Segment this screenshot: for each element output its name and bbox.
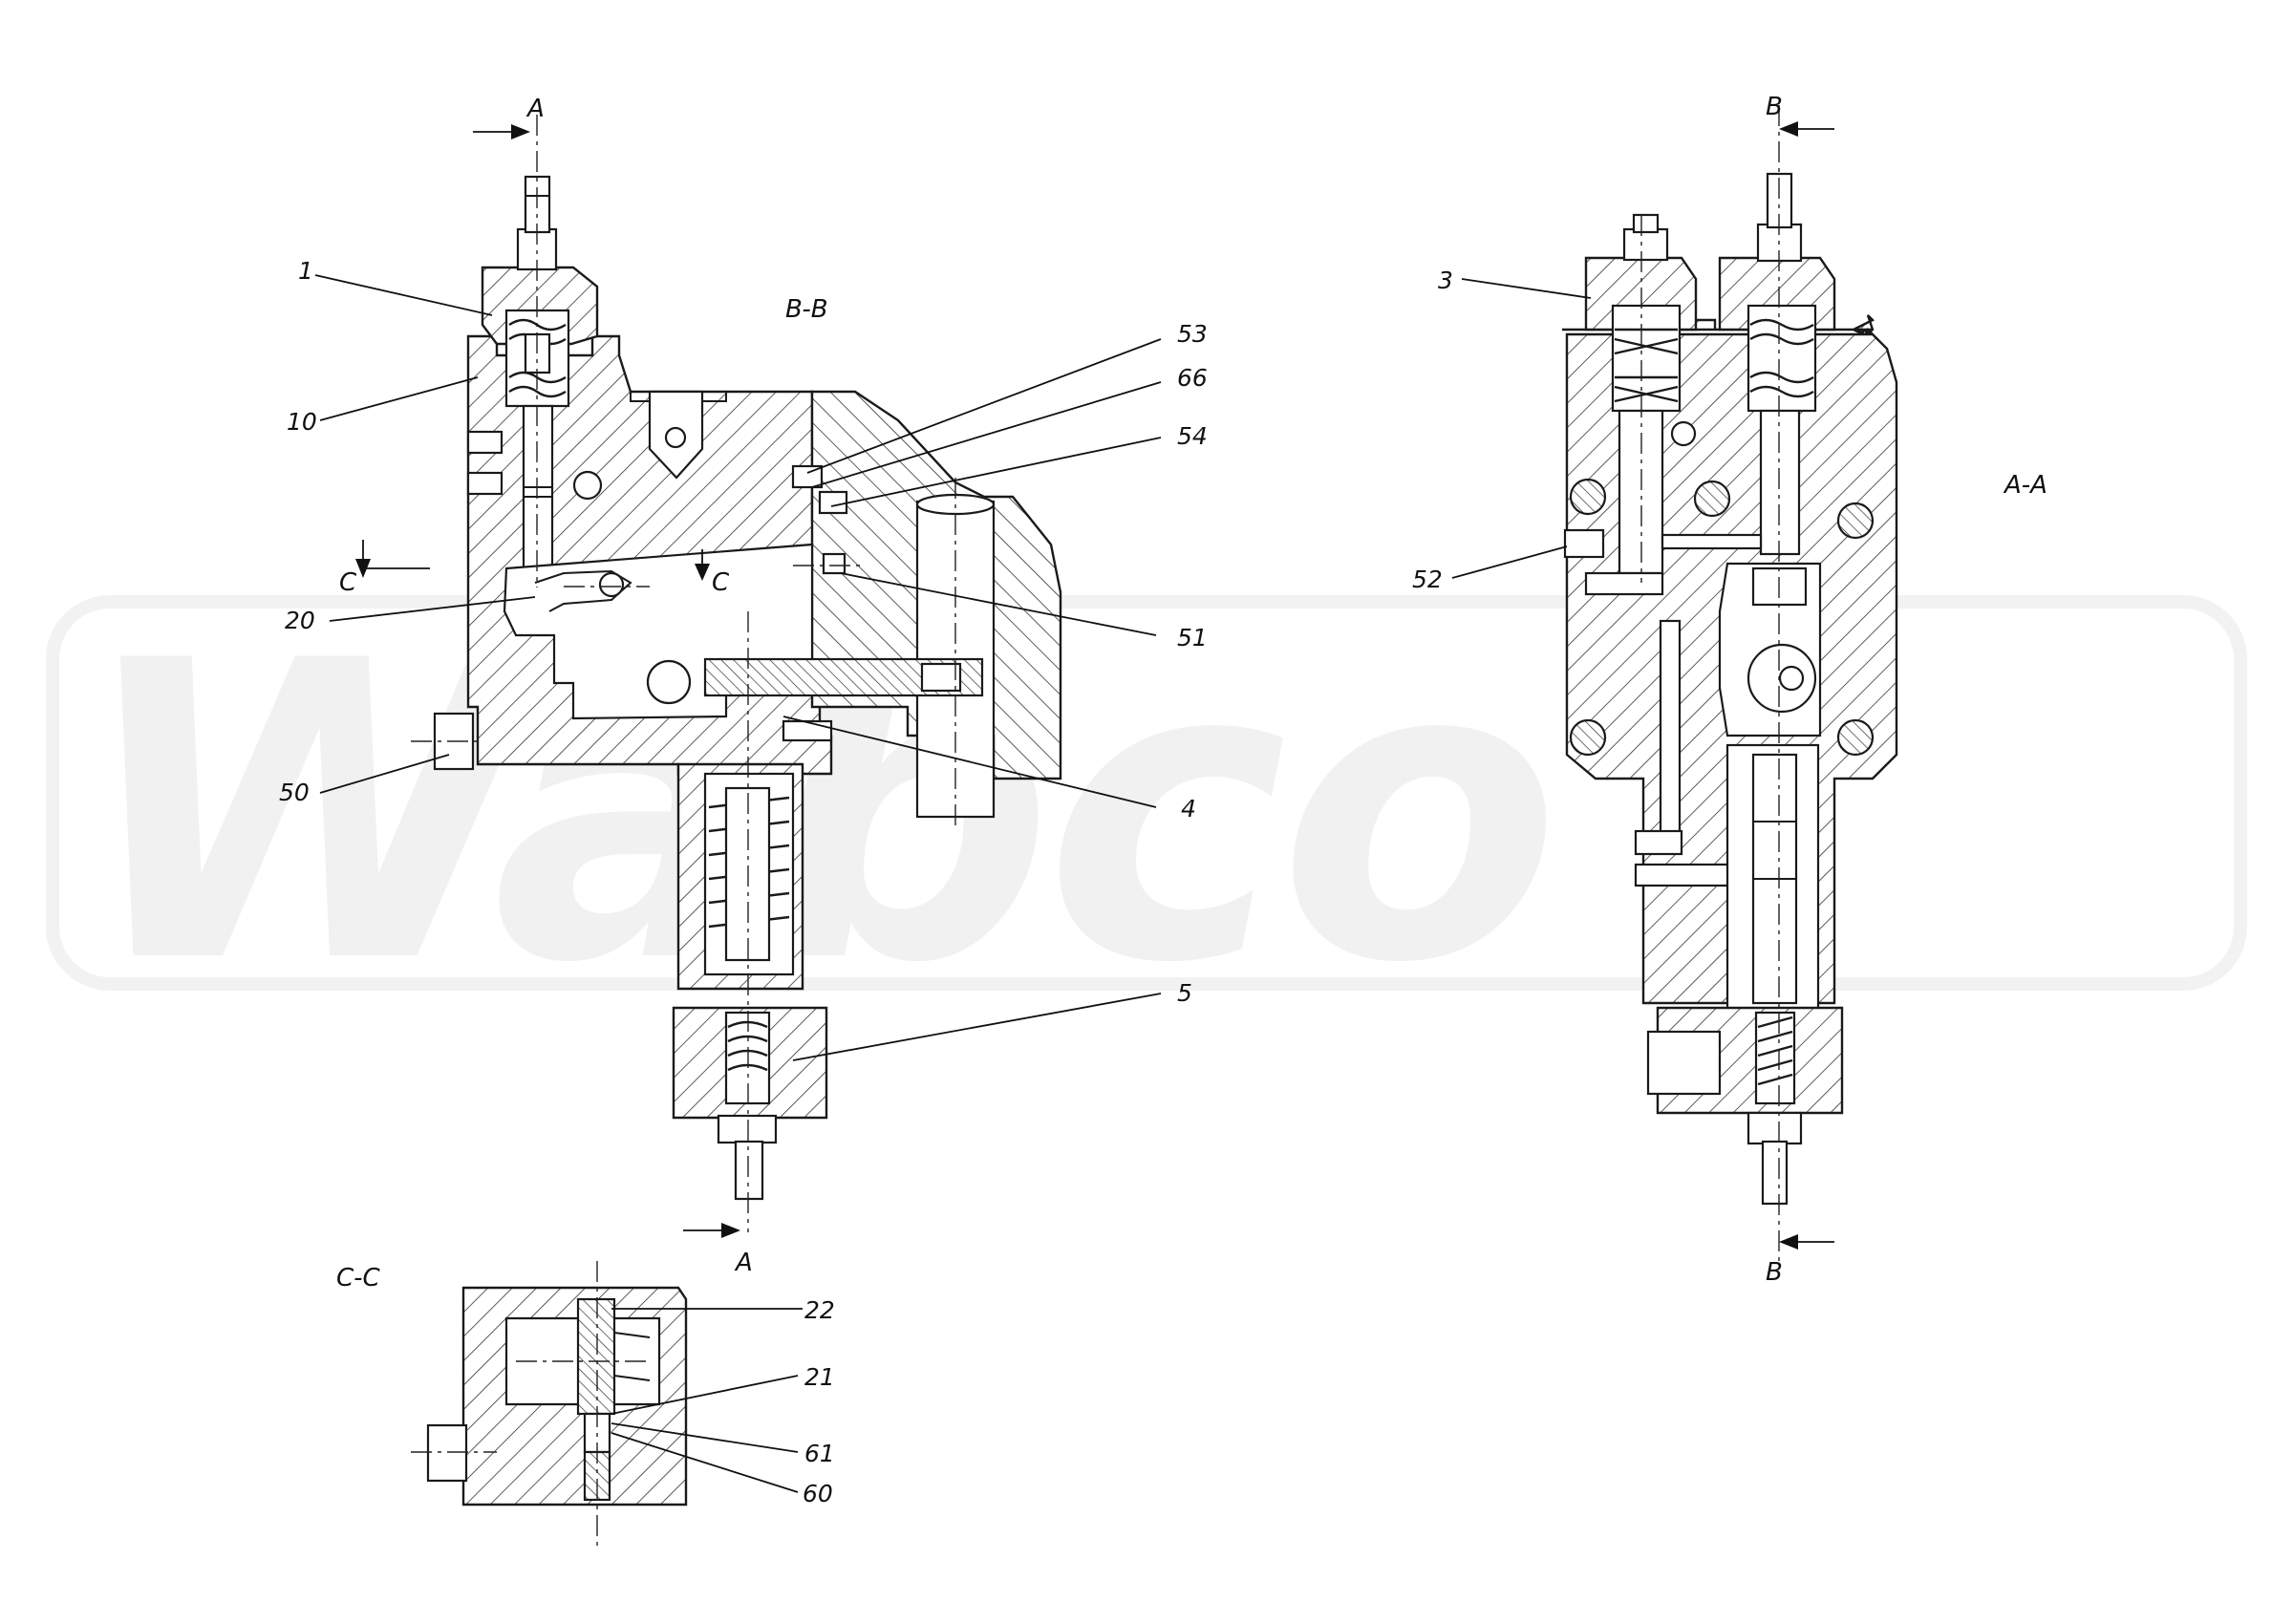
aa-bolt-4: [1569, 718, 1607, 757]
leader-51: [840, 572, 1157, 636]
lever-cavity: [503, 543, 814, 720]
arrow-a-top-head: [511, 124, 530, 139]
port-lower: [466, 471, 504, 496]
nut-bottom: [717, 1114, 778, 1144]
section-cc-view: [411, 1261, 688, 1548]
part-label-54: 54: [1177, 422, 1208, 450]
cut-letter-c-right: C: [712, 568, 730, 597]
roller: [646, 659, 692, 705]
part-label-21: 21: [804, 1363, 835, 1391]
cut-letter-a-bottom: A: [734, 1249, 753, 1277]
leader-61: [611, 1422, 799, 1453]
cut-letter-c-left: C: [339, 568, 357, 597]
cap-5-spring: [727, 1020, 768, 1072]
port-mid: [782, 719, 833, 742]
aa-spring-left: [1614, 328, 1679, 403]
lever-20: [534, 569, 632, 612]
section-aa-view: [1562, 105, 1898, 1261]
section-title-bb: B-B: [785, 295, 828, 324]
watermark: Wabco: [46, 575, 2247, 1053]
leader-50: [319, 754, 450, 794]
leader-54: [830, 437, 1162, 507]
aa-bottom-spring: [1757, 1015, 1793, 1086]
aa-nut-left: [1622, 227, 1669, 262]
arrow-a-bottom-head: [721, 1223, 740, 1238]
leader-1: [314, 274, 493, 316]
cut-letter-b-top: B: [1766, 93, 1783, 121]
leader-5: [792, 993, 1162, 1061]
plug-52: [1563, 528, 1605, 559]
aa-stem-left: [1632, 213, 1660, 234]
aa-stem-bottom: [1761, 1140, 1789, 1206]
aa-nut-bottom: [1747, 1111, 1803, 1145]
part-label-53: 53: [1177, 320, 1208, 348]
aa-long-channel: [1659, 619, 1682, 843]
part-label-52: 52: [1412, 566, 1443, 593]
part-label-4: 4: [1181, 795, 1196, 823]
aa-cross-channel: [1661, 533, 1763, 550]
screw-54: [818, 490, 848, 515]
stem-bottom: [734, 1140, 764, 1201]
leader-3: [1461, 278, 1592, 299]
aa-bolt-1: [1569, 478, 1607, 516]
port-upper: [466, 430, 504, 455]
arrow-b-top-head: [1779, 121, 1798, 137]
plug-51: [822, 552, 846, 575]
leader-53: [806, 338, 1162, 474]
screw-53: [791, 464, 824, 489]
cc-side-port: [426, 1423, 468, 1483]
cut-letter-a-top: A: [525, 95, 545, 123]
aa-port-mid: [1584, 571, 1664, 596]
arrow-c-right-head: [695, 564, 710, 581]
aa-port-small: [1670, 420, 1697, 447]
leader-10: [319, 376, 479, 421]
aa-bottom-cavity: [1754, 1011, 1796, 1105]
cut-letter-b-bottom: B: [1766, 1258, 1783, 1287]
bore-vertical: [522, 404, 554, 580]
aa-cavity-right: [1747, 304, 1817, 413]
section-title-cc: C-C: [336, 1264, 381, 1293]
leader-60: [611, 1432, 799, 1493]
leader-21: [611, 1375, 799, 1415]
part-label-51: 51: [1177, 624, 1208, 652]
aa-port-low-1: [1634, 829, 1683, 856]
leader-20: [329, 596, 536, 622]
part-label-10: 10: [287, 408, 317, 436]
aa-bolt-5: [1836, 718, 1875, 757]
aa-bolt-3: [1836, 502, 1875, 540]
aa-bolt-2: [1693, 480, 1731, 518]
port-round: [572, 470, 603, 501]
section-title-aa: A-A: [2003, 471, 2047, 500]
part-label-66: 66: [1177, 364, 1208, 392]
leader-66: [811, 381, 1162, 488]
part-label-22: 22: [804, 1296, 835, 1324]
aa-cam-pin: [1778, 665, 1805, 692]
part-label-1: 1: [298, 257, 313, 285]
top-pin: [664, 426, 687, 449]
part-label-60: 60: [803, 1480, 833, 1507]
part-label-61: 61: [804, 1440, 835, 1467]
cut-arrows: [355, 121, 1834, 1250]
cc-lever-arms: [613, 1332, 651, 1381]
arrow-c-left-head: [355, 559, 371, 578]
aa-side-port: [1646, 1030, 1722, 1096]
lever-pivot: [598, 571, 625, 598]
aa-bore-right: [1759, 409, 1801, 556]
cc-shaft-22: [576, 1297, 616, 1416]
plunger-end: [920, 662, 962, 693]
arrow-b-bottom-head: [1779, 1234, 1798, 1250]
leader-52: [1451, 545, 1568, 579]
part-label-3: 3: [1438, 267, 1453, 294]
part-label-5: 5: [1177, 979, 1192, 1007]
aa-spring-right: [1749, 318, 1814, 398]
part-label-50: 50: [279, 779, 310, 806]
leader-lines: [314, 274, 1592, 1493]
leader-4: [782, 716, 1157, 808]
section-bb-view: [411, 115, 1062, 1232]
part-label-20: 20: [285, 607, 315, 634]
